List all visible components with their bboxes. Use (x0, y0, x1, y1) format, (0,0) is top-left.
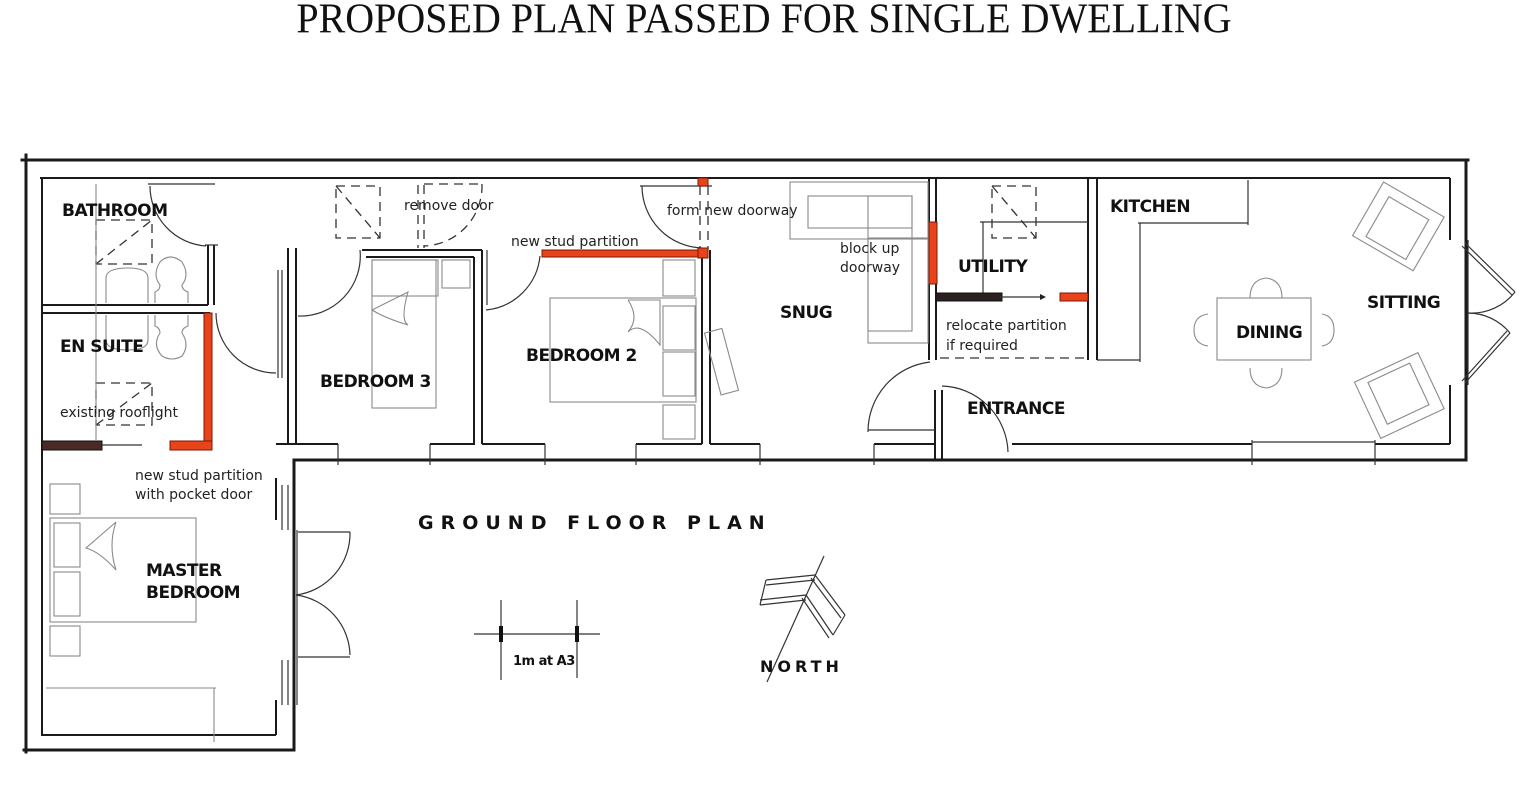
new-partitions (41, 177, 1089, 451)
room-label-bedroom3: BEDROOM 3 (320, 372, 431, 392)
room-label-utility: UTILITY (958, 257, 1028, 277)
note-form-new-doorway: form new doorway (667, 203, 798, 219)
new-doorway-marker (697, 177, 709, 187)
note-block-up-2: doorway (840, 260, 900, 276)
pocket-door (41, 440, 103, 451)
block-up-doorway-fill (928, 221, 938, 285)
note-block-up-1: block up (840, 241, 899, 257)
note-remove-door: remove door (404, 198, 494, 214)
annotations: remove door form new doorway new stud pa… (60, 198, 1067, 503)
note-new-stud-partition: new stud partition (511, 234, 639, 250)
relocated-partition (1059, 292, 1089, 302)
room-label-en-suite: EN SUITE (60, 337, 143, 357)
room-label-kitchen: KITCHEN (1110, 197, 1190, 217)
note-existing-rooflight: existing rooflight (60, 405, 178, 421)
note-relocate-1: relocate partition (946, 318, 1067, 334)
north-label: NORTH (760, 657, 843, 676)
room-label-dining: DINING (1236, 323, 1302, 343)
plan-heading: GROUND FLOOR PLAN (418, 512, 772, 534)
room-label-master-2: BEDROOM (146, 583, 240, 603)
room-label-sitting: SITTING (1367, 293, 1440, 313)
internal-walls (42, 178, 1249, 460)
furniture (46, 181, 1445, 742)
note-relocate-2: if required (946, 338, 1018, 354)
room-label-snug: SNUG (780, 303, 832, 323)
pocket-partition-horizontal (169, 440, 213, 451)
north-arrow-icon: NORTH (759, 555, 846, 683)
note-pocket-1: new stud partition (135, 468, 263, 484)
room-label-entrance: ENTRANCE (967, 399, 1065, 419)
new-doorway-marker-lower (697, 247, 709, 259)
pocket-partition-vertical (203, 312, 213, 450)
room-labels: BATHROOM EN SUITE BEDROOM 3 BEDROOM 2 SN… (60, 197, 1441, 603)
room-label-master-1: MASTER (146, 561, 222, 581)
bedroom2-stud-partition (541, 249, 705, 258)
rooflight-icon (95, 185, 1037, 426)
scale-bar: 1m at A3 (474, 600, 600, 680)
scale-bar-label: 1m at A3 (513, 654, 575, 669)
note-pocket-2: with pocket door (135, 487, 252, 503)
room-label-bathroom: BATHROOM (62, 201, 168, 221)
outer-walls (20, 153, 1516, 754)
drawing-title: PROPOSED PLAN PASSED FOR SINGLE DWELLING (296, 0, 1232, 43)
room-label-bedroom2: BEDROOM 2 (526, 346, 637, 366)
